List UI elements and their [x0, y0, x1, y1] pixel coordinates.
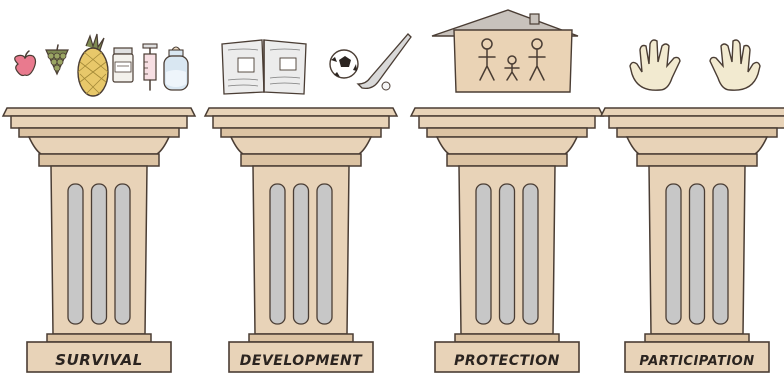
- baby-bottle-icon: [163, 46, 189, 91]
- left-hand-icon: [629, 39, 681, 91]
- hockey-stick-icon: [356, 33, 412, 91]
- pineapple-icon: [77, 33, 109, 97]
- right-hand-icon: [709, 39, 761, 91]
- pillar-development: DEVELOPMENT: [204, 107, 398, 373]
- soccer-ball-icon: [329, 49, 359, 79]
- apple-icon: [14, 50, 37, 77]
- syringe-icon: [142, 43, 158, 91]
- pillar-label-development: DEVELOPMENT: [240, 353, 363, 369]
- medicine-jar-icon: [112, 47, 134, 83]
- pillar-label-participation: PARTICIPATION: [639, 354, 754, 369]
- pillar-column: [600, 107, 784, 373]
- pillar-participation: PARTICIPATION: [600, 107, 784, 373]
- pillar-column: [2, 107, 196, 373]
- pillar-column: [204, 107, 398, 373]
- pillar-label-protection: PROTECTION: [454, 353, 560, 369]
- pillar-label-survival: SURVIVAL: [55, 351, 142, 369]
- grapes-icon: [45, 44, 69, 76]
- pillar-column: [410, 107, 604, 373]
- house-with-family-icon: [431, 9, 579, 93]
- pillar-protection: PROTECTION: [410, 107, 604, 373]
- pillar-survival: SURVIVAL: [2, 107, 196, 373]
- open-book-icon: [221, 39, 307, 95]
